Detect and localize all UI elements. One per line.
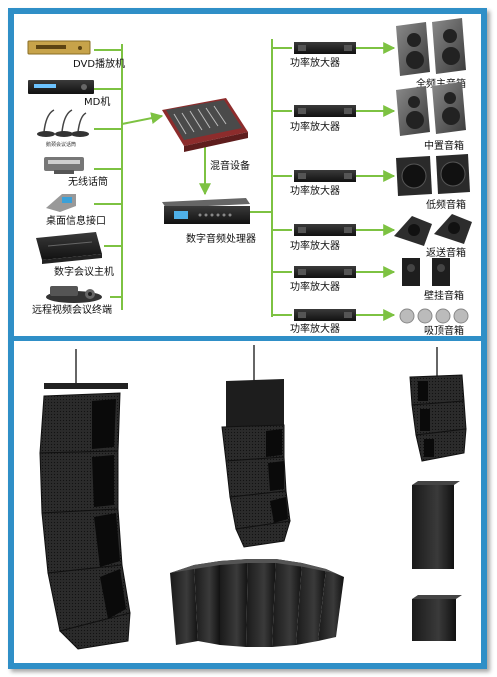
arc-speaker-cluster-image xyxy=(170,559,344,647)
diagram-canvas: DVD播放机 MD机 鹅颈会议话筒 无线话筒 桌面信息接口 数字会议主机 xyxy=(27,18,472,336)
subwoofer-icon xyxy=(396,154,470,196)
amplifier-icon xyxy=(294,266,356,278)
wireless-microphone-icon xyxy=(44,157,84,174)
speaker-label-wall: 壁挂音箱 xyxy=(424,289,464,302)
source-label-conference: 数字会议主机 xyxy=(54,265,114,278)
source-label-md: MD机 xyxy=(84,95,110,108)
line-array-tall-image xyxy=(39,349,131,650)
monitor-speaker-icon xyxy=(394,214,472,246)
photo-canvas xyxy=(39,345,467,650)
amp-label: 功率放大器 xyxy=(290,239,340,252)
speaker-label-ceiling: 吸顶音箱 xyxy=(424,324,464,336)
processor-label: 数字音频处理器 xyxy=(186,232,256,245)
source-label-video: 远程视频会议终端 xyxy=(32,303,112,316)
tall-subwoofer-image xyxy=(412,481,460,569)
conference-host-icon xyxy=(36,232,102,264)
speaker-label-sub: 低频音箱 xyxy=(426,198,466,211)
speaker-label-monitor: 返送音箱 xyxy=(426,246,466,259)
speaker-lines xyxy=(356,42,396,321)
wall-speaker-icon xyxy=(402,258,450,286)
video-terminal-icon xyxy=(46,286,102,303)
compact-array-image xyxy=(409,347,467,462)
product-photo-panel xyxy=(14,341,481,663)
amplifier-icon xyxy=(294,309,356,321)
gooseneck-microphone-icon xyxy=(37,109,89,137)
amplifier-icon xyxy=(294,224,356,236)
dvd-player-icon xyxy=(27,40,91,55)
amp-label: 功率放大器 xyxy=(290,56,340,69)
source-label-desktop: 桌面信息接口 xyxy=(46,214,106,227)
line-array-hanging-image xyxy=(221,345,291,548)
mixer-console-icon xyxy=(162,98,248,152)
md-player-icon xyxy=(28,80,94,94)
fullrange-speaker-icon xyxy=(396,18,466,76)
speaker-label-center: 中置音箱 xyxy=(424,139,464,152)
amp-label: 功率放大器 xyxy=(290,322,340,335)
amplifier-icon xyxy=(294,42,356,54)
source-label-wireless: 无线话筒 xyxy=(68,175,108,188)
cube-subwoofer-image xyxy=(412,595,462,641)
mixer-label: 混音设备 xyxy=(210,159,250,172)
desktop-interface-icon xyxy=(46,194,76,212)
center-speaker-icon xyxy=(396,82,466,136)
amp-bus-lines xyxy=(250,39,292,317)
amplifier-icon xyxy=(294,105,356,117)
source-bus-lines xyxy=(94,44,164,310)
amplifier-icon xyxy=(294,170,356,182)
amp-label: 功率放大器 xyxy=(290,120,340,133)
ceiling-speaker-icon xyxy=(399,308,469,324)
source-label-dvd: DVD播放机 xyxy=(73,57,125,70)
audio-processor-icon xyxy=(162,198,250,224)
audio-system-diagram: DVD播放机 MD机 鹅颈会议话筒 无线话筒 桌面信息接口 数字会议主机 xyxy=(14,14,481,336)
amp-label: 功率放大器 xyxy=(290,280,340,293)
amp-label: 功率放大器 xyxy=(290,184,340,197)
source-label-gooseneck: 鹅颈会议话筒 xyxy=(46,141,76,148)
